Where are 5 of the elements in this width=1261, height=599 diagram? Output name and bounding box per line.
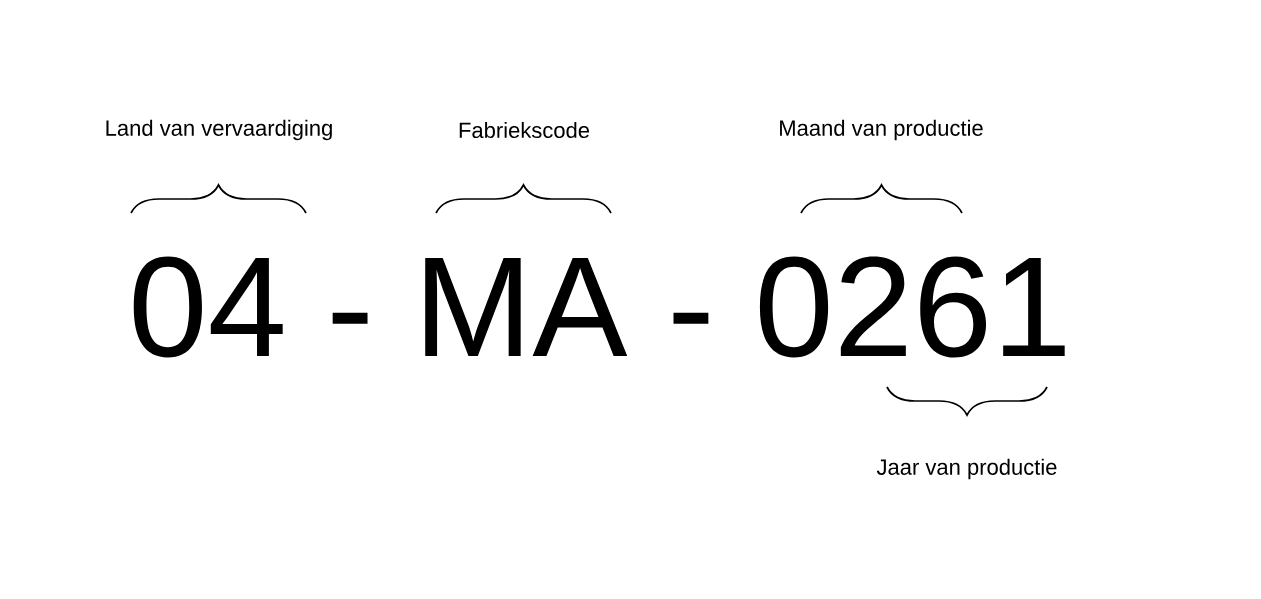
code-text: 04 - MA - 0261 — [133, 256, 1065, 358]
part-label: Maand van productie — [780, 119, 983, 141]
part-label: Jaar van productie — [876, 458, 1057, 480]
part-label: Fabriekscode — [459, 121, 590, 139]
part-label: Land van vervaardiging — [106, 119, 332, 141]
